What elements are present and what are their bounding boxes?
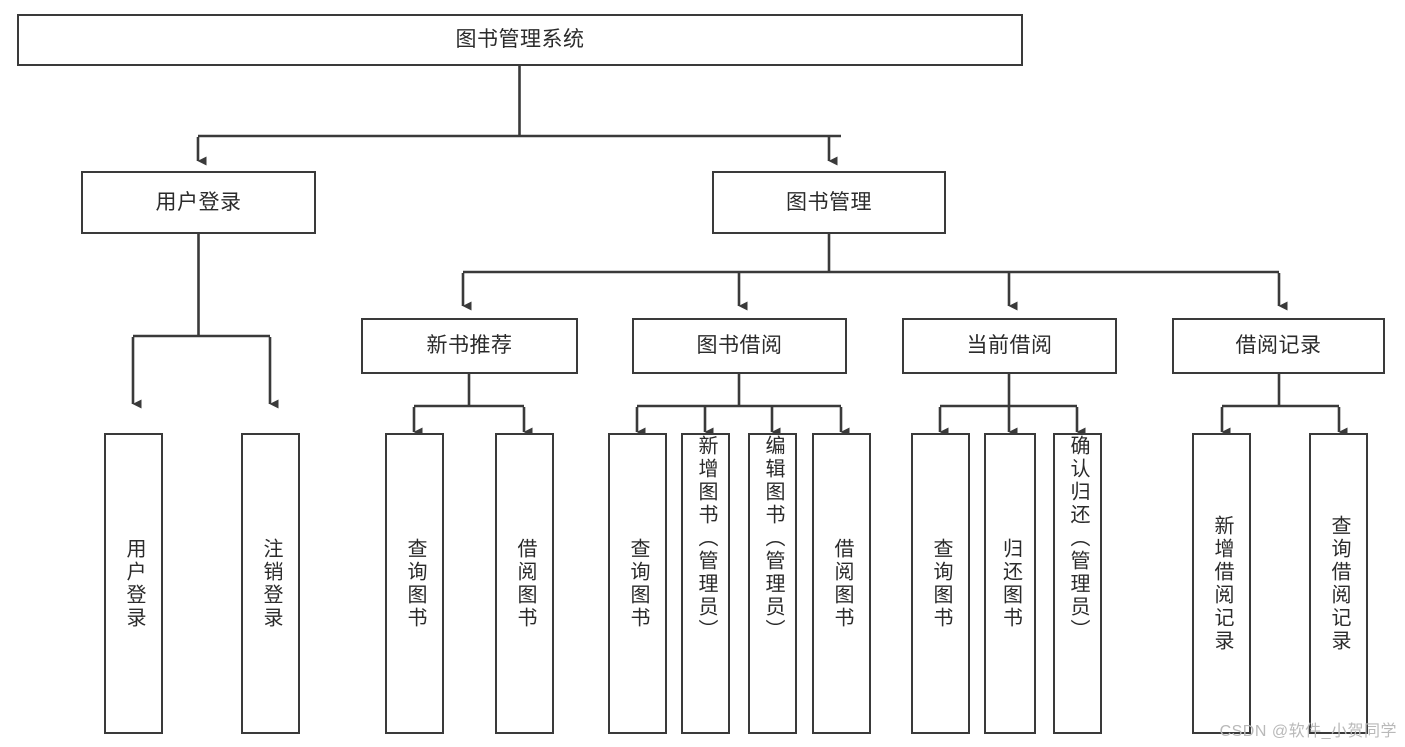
node-leaf-query-book-3-label: 查询图书 — [930, 537, 952, 630]
node-leaf-query-record-label: 查询借阅记录 — [1328, 514, 1350, 653]
node-book-borrow[interactable]: 图书借阅 — [632, 318, 847, 374]
node-leaf-borrow-book-2[interactable]: 借阅图书 — [812, 433, 871, 734]
node-leaf-return-book[interactable]: 归还图书 — [984, 433, 1036, 734]
node-leaf-confirm-return-label: 确认归还（管理员） — [1067, 435, 1089, 642]
node-leaf-borrow-book-1[interactable]: 借阅图书 — [495, 433, 554, 734]
node-book-manage-label: 图书管理 — [786, 190, 872, 214]
node-leaf-return-book-label: 归还图书 — [999, 537, 1022, 630]
node-leaf-query-book-1[interactable]: 查询图书 — [385, 433, 444, 734]
node-book-manage[interactable]: 图书管理 — [712, 171, 946, 234]
node-leaf-borrow-book-1-label: 借阅图书 — [514, 537, 536, 630]
node-leaf-logout-label: 注销登录 — [260, 537, 282, 630]
node-leaf-query-book-2[interactable]: 查询图书 — [608, 433, 667, 734]
node-new-book-rec-label: 新书推荐 — [426, 334, 513, 358]
node-root-label: 图书管理系统 — [455, 28, 585, 52]
node-leaf-user-login[interactable]: 用户登录 — [104, 433, 163, 734]
node-borrow-record[interactable]: 借阅记录 — [1172, 318, 1385, 374]
node-leaf-add-record[interactable]: 新增借阅记录 — [1192, 433, 1251, 734]
node-current-borrow[interactable]: 当前借阅 — [902, 318, 1117, 374]
node-root[interactable]: 图书管理系统 — [17, 14, 1023, 66]
node-leaf-borrow-book-2-label: 借阅图书 — [831, 537, 853, 630]
node-leaf-add-book-label: 新增图书（管理员） — [695, 435, 717, 642]
node-book-borrow-label: 图书借阅 — [696, 334, 783, 358]
node-leaf-query-book-2-label: 查询图书 — [627, 537, 649, 630]
node-leaf-add-book[interactable]: 新增图书（管理员） — [681, 433, 730, 734]
node-leaf-user-login-label: 用户登录 — [123, 537, 145, 630]
watermark: CSDN @软件_小贺同学 — [1219, 723, 1397, 740]
node-leaf-query-book-1-label: 查询图书 — [404, 537, 426, 630]
node-leaf-confirm-return[interactable]: 确认归还（管理员） — [1053, 433, 1102, 734]
node-new-book-rec[interactable]: 新书推荐 — [361, 318, 578, 374]
node-user-login[interactable]: 用户登录 — [81, 171, 316, 234]
node-leaf-query-book-3[interactable]: 查询图书 — [911, 433, 970, 734]
node-current-borrow-label: 当前借阅 — [966, 334, 1053, 358]
node-user-login-label: 用户登录 — [155, 190, 242, 214]
node-leaf-edit-book[interactable]: 编辑图书（管理员） — [748, 433, 797, 734]
node-borrow-record-label: 借阅记录 — [1235, 334, 1322, 358]
node-leaf-edit-book-label: 编辑图书（管理员） — [762, 435, 784, 642]
node-leaf-query-record[interactable]: 查询借阅记录 — [1309, 433, 1368, 734]
node-leaf-logout[interactable]: 注销登录 — [241, 433, 300, 734]
node-leaf-add-record-label: 新增借阅记录 — [1211, 514, 1233, 653]
